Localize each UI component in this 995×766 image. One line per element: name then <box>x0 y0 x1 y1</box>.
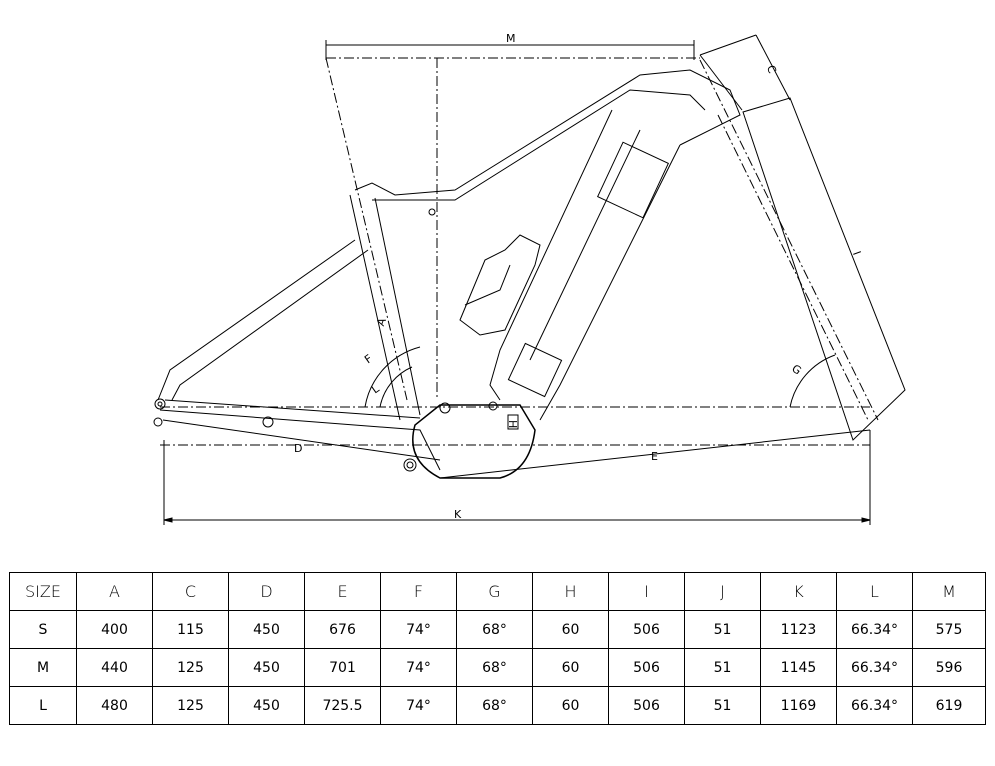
table-cell: 66.34° <box>836 686 913 725</box>
table-header-cell: F <box>380 572 457 611</box>
table-cell: 74° <box>380 610 457 649</box>
dim-label-k: K <box>454 508 462 521</box>
table-header-cell: L <box>836 572 913 611</box>
table-header-cell: J <box>684 572 761 611</box>
dim-label-i: I <box>850 250 863 258</box>
table-cell: 1123 <box>760 610 837 649</box>
table-header-cell: K <box>760 572 837 611</box>
table-cell: 701 <box>304 648 381 687</box>
table-cell: 450 <box>228 648 305 687</box>
table-cell: 66.34° <box>836 648 913 687</box>
table-cell: 725.5 <box>304 686 381 725</box>
table-cell: 400 <box>76 610 153 649</box>
table-cell: S <box>9 610 77 649</box>
table-cell: 60 <box>532 610 609 649</box>
table-header-cell: D <box>228 572 305 611</box>
table-cell: 68° <box>456 648 533 687</box>
table-cell: 506 <box>608 686 685 725</box>
dim-label-e: E <box>651 450 658 463</box>
table-cell: 68° <box>456 610 533 649</box>
dim-label-m: M <box>506 32 516 45</box>
dim-label-f: F <box>362 352 375 366</box>
table-cell: 440 <box>76 648 153 687</box>
table-cell: 480 <box>76 686 153 725</box>
table-cell: 575 <box>912 610 986 649</box>
table-cell: 450 <box>228 610 305 649</box>
table-cell: 596 <box>912 648 986 687</box>
table-cell: 51 <box>684 648 761 687</box>
table-cell: 74° <box>380 686 457 725</box>
table-cell: 60 <box>532 648 609 687</box>
table-cell: 506 <box>608 610 685 649</box>
table-cell: 60 <box>532 686 609 725</box>
table-cell: 125 <box>152 648 229 687</box>
table-header-cell: M <box>912 572 986 611</box>
table-cell: 450 <box>228 686 305 725</box>
table-cell: 51 <box>684 686 761 725</box>
table-cell: 1145 <box>760 648 837 687</box>
table-cell: 66.34° <box>836 610 913 649</box>
table-header-cell: H <box>532 572 609 611</box>
dim-label-d: D <box>294 442 302 455</box>
table-header-cell: E <box>304 572 381 611</box>
table-cell: 68° <box>456 686 533 725</box>
table-cell: 676 <box>304 610 381 649</box>
table-cell: L <box>9 686 77 725</box>
dim-label-c: C <box>764 64 779 76</box>
table-cell: 125 <box>152 686 229 725</box>
frame-geometry-drawing: M C I A F L G H D E K <box>153 32 906 525</box>
table-header-cell: SIZE <box>9 572 77 611</box>
table-cell: M <box>9 648 77 687</box>
table-header-cell: G <box>456 572 533 611</box>
table-cell: 619 <box>912 686 986 725</box>
dim-label-h: H <box>506 420 519 428</box>
table-cell: 74° <box>380 648 457 687</box>
table-header-cell: C <box>152 572 229 611</box>
table-header-cell: I <box>608 572 685 611</box>
table-cell: 506 <box>608 648 685 687</box>
table-cell: 1169 <box>760 686 837 725</box>
table-cell: 115 <box>152 610 229 649</box>
dim-label-g: G <box>789 362 803 378</box>
table-cell: 51 <box>684 610 761 649</box>
dim-label-a: A <box>374 316 389 328</box>
dim-label-l: L <box>369 382 382 397</box>
table-header-cell: A <box>76 572 153 611</box>
